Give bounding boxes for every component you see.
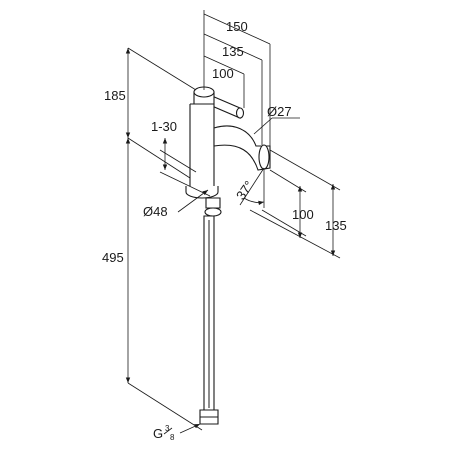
faucet-body [189, 104, 215, 192]
connection-fraction-num: 3 [165, 424, 170, 433]
dim-angle-37-label: 37° [233, 178, 257, 203]
dim-135-top-label: 135 [222, 44, 244, 59]
base-diameter-dimension: Ø48 [143, 189, 209, 219]
left-height-dimensions: 185 495 [102, 47, 203, 431]
lever-handle [211, 95, 241, 119]
spout [213, 125, 271, 171]
dim-100-top-label: 100 [212, 66, 234, 81]
deck-thickness-dimension: 1-30 [151, 119, 211, 197]
connection-g-label: G [153, 426, 163, 441]
dim-100-spout-label: 100 [292, 207, 314, 222]
dim-495-label: 495 [102, 250, 124, 265]
dim-1-30-label: 1-30 [151, 119, 177, 134]
dim-135-spout-label: 135 [325, 218, 347, 233]
connection-fraction-den: 8 [170, 433, 175, 442]
dim-dia-27-label: Ø27 [267, 104, 292, 119]
lever-tip [235, 107, 245, 119]
dim-dia-48-label: Ø48 [143, 204, 168, 219]
faucet-drawing [185, 86, 271, 425]
spout-angle-dimension: 37° [233, 167, 265, 208]
spout-outlet [258, 144, 270, 170]
mounting-nut [205, 197, 221, 209]
spout-reach-dimensions: 100 135 [249, 149, 347, 259]
outlet-diameter-dimension: Ø27 [253, 104, 300, 135]
dim-185-label: 185 [104, 88, 126, 103]
connection-thread-label: G 3 8 [153, 423, 201, 442]
dim-150-label: 150 [226, 19, 248, 34]
top-width-dimensions: 150 135 100 [203, 10, 271, 150]
